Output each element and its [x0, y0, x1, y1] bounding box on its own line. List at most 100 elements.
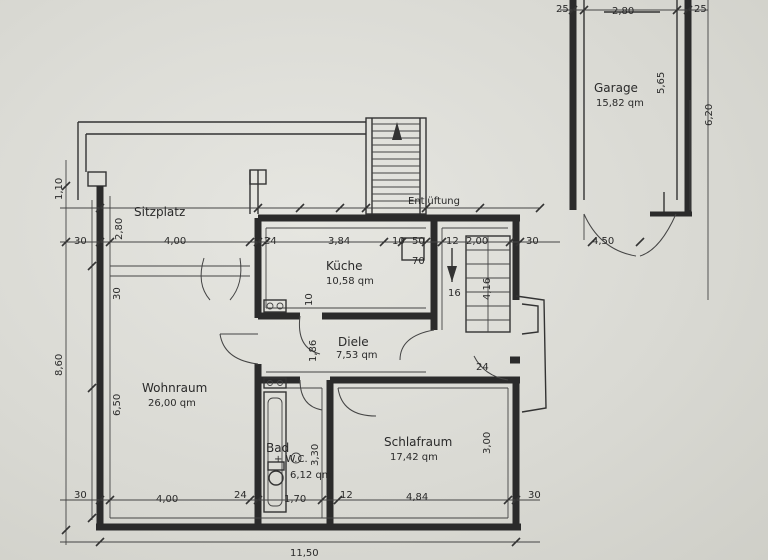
entrance-porch	[515, 295, 547, 413]
dimension-tick	[579, 5, 589, 15]
room-labels: Garage 15,82 qm Sitzplatz Küche 10,58 qm…	[134, 81, 644, 481]
dim-kitchen-width: 3,84	[328, 236, 350, 247]
dimension-tick	[253, 237, 263, 247]
dim-wall-left-top: 30	[74, 236, 87, 247]
dim-garage-depth-inner: 5,65	[656, 72, 667, 94]
dim-kitchen-window-h: 70	[412, 256, 425, 267]
dimension-tick	[261, 237, 271, 247]
dim-wohn-width: 4,00	[156, 494, 178, 505]
dim-kitchen-inner-3: 12	[446, 236, 459, 247]
dim-bad-wall: 24	[234, 490, 247, 501]
dimension-tick	[535, 203, 545, 213]
dimension-tick	[87, 383, 97, 393]
garage-label: Garage	[594, 81, 638, 95]
dimension-tick	[511, 495, 521, 505]
dimension-ticks	[61, 5, 693, 547]
dim-stair-run: 4,16	[482, 278, 493, 300]
dimension-tick	[421, 237, 431, 247]
dimension-tick	[245, 495, 255, 505]
dimension-tick	[61, 237, 71, 247]
dim-schlaf-depth: 3,00	[482, 432, 493, 454]
wohnraum-area: 26,00 qm	[148, 398, 196, 409]
dim-bad-width: 1,70	[284, 494, 306, 505]
doors	[200, 257, 509, 417]
stair-arrow-icon	[392, 122, 402, 140]
dimension-tick	[683, 5, 693, 15]
kitchen-stove-icon	[263, 299, 287, 313]
dimension-tick	[635, 237, 645, 247]
kueche-area: 10,58 qm	[326, 276, 374, 287]
ventilation-shaft-icon	[401, 237, 425, 261]
dim-garage-width: 2,80	[612, 6, 634, 17]
dimension-tick	[105, 495, 115, 505]
dimension-tick	[295, 203, 305, 213]
dimension-labels: 2,80 25 25 5,65 6,20 1,10 2,80 30 4,00 2…	[54, 4, 715, 559]
dimension-tick	[95, 537, 105, 547]
heater-icon	[263, 377, 287, 389]
dimension-tick	[475, 203, 485, 213]
dim-wohn-depth: 6,50	[112, 394, 123, 416]
dimension-tick	[515, 237, 525, 247]
dimension-tick	[672, 5, 682, 15]
dim-schlaf-width: 4,84	[406, 492, 428, 503]
garage-area: 15,82 qm	[596, 98, 644, 109]
dimension-tick	[503, 495, 513, 505]
dimension-tick	[245, 237, 255, 247]
dim-garage-left-wall: 25	[556, 4, 569, 15]
dimension-tick	[333, 495, 343, 505]
dimension-tick	[511, 537, 521, 547]
dim-top-offset: 1,10	[54, 178, 65, 200]
dim-sitzplatz-width: 4,00	[164, 236, 186, 247]
bad-sub-label: + W.C.	[274, 454, 308, 465]
dim-bad-depth: 3,30	[310, 444, 321, 466]
diele-area: 7,53 qm	[336, 350, 378, 361]
garage-walls	[569, 0, 692, 217]
dimension-lines	[60, 0, 709, 545]
dim-sitzplatz-depth: 2,80	[114, 218, 125, 240]
dim-kitchen-inner-1: 10	[392, 236, 405, 247]
dimension-tick	[87, 513, 97, 523]
dimension-tick	[87, 261, 97, 271]
interior-staircase	[447, 235, 511, 333]
dimension-tick	[379, 237, 389, 247]
garage-door-swing	[583, 213, 677, 257]
dimension-tick	[568, 5, 578, 15]
dimension-tick	[421, 203, 431, 213]
toilet-icon	[267, 461, 285, 486]
house-walls	[96, 186, 521, 531]
dimension-tick	[253, 495, 263, 505]
dimension-tick	[95, 237, 105, 247]
dimension-tick	[317, 495, 327, 505]
dim-stair-steps: 16	[448, 288, 461, 299]
dim-wall-left-bottom: 30	[74, 490, 87, 501]
dim-garage-right-wall: 25	[694, 4, 707, 15]
dim-kitchen-sep: 10	[304, 293, 315, 306]
schlafraum-area: 17,42 qm	[390, 452, 438, 463]
dimension-tick	[505, 237, 515, 247]
dim-kitchen-wall: 24	[264, 236, 277, 247]
dimension-tick	[335, 203, 345, 213]
bad-area: 6,12 qm	[290, 470, 332, 481]
dimension-tick	[95, 203, 105, 213]
dim-stair-width: 2,00	[466, 236, 488, 247]
dimension-tick	[95, 495, 105, 505]
dimension-tick	[61, 181, 71, 191]
terrace-outline	[77, 121, 366, 214]
bad-label: Bad	[266, 441, 289, 455]
washbasin-icon	[290, 452, 302, 464]
dim-garage-gap: 4,50	[592, 236, 614, 247]
dim-total-width: 11,50	[290, 548, 319, 559]
dim-wall-right-top: 30	[526, 236, 539, 247]
dim-total-depth: 8,60	[54, 354, 65, 376]
dim-garage-depth-total: 6,20	[704, 104, 715, 126]
dimension-tick	[361, 203, 371, 213]
dimension-tick	[437, 237, 447, 247]
dimension-tick	[105, 237, 115, 247]
dim-diele-wall: 24	[476, 362, 489, 373]
dim-wall-left-mid: 30	[112, 287, 123, 300]
diele-label: Diele	[338, 335, 369, 349]
dimension-tick	[587, 237, 597, 247]
entlueftung-label: Entlüftung	[408, 196, 460, 207]
